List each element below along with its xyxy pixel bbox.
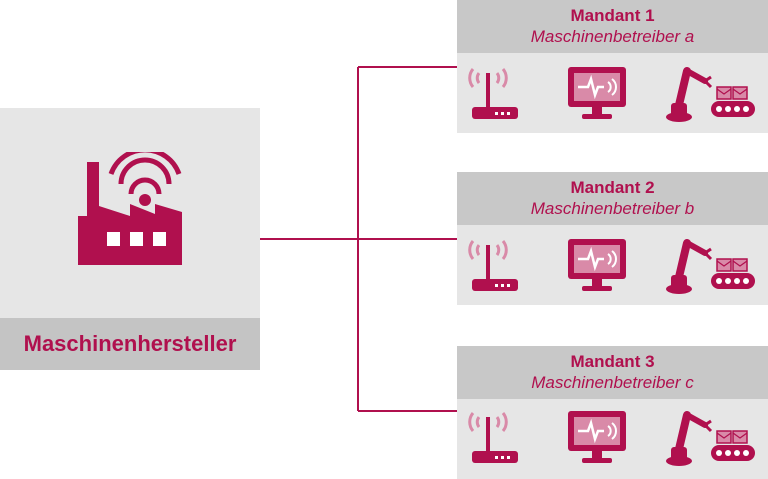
tenant-header-1: Mandant 1 Maschinenbetreiber a [457,0,768,53]
tenant-operator-1: Maschinenbetreiber a [530,27,695,46]
tenant-header-2: Mandant 2 Maschinenbetreiber b [457,172,768,225]
monitor-icon [568,411,626,463]
tenant-header-3: Mandant 3 Maschinenbetreiber c [457,346,768,399]
robot-arm-conveyor-icon [666,411,755,466]
tenant-operator-3: Maschinenbetreiber c [531,373,694,392]
factory-wifi-icon [78,152,182,265]
tenant-name-2: Mandant 2 [570,178,655,197]
manufacturer-label: Maschinenhersteller [0,318,260,370]
tenant-name-1: Mandant 1 [570,6,655,25]
router-icon [468,412,518,463]
tenant-panel-2: Mandant 2 Maschinenbetreiber b [457,172,768,305]
robot-arm-conveyor-icon [666,67,755,122]
monitor-icon [568,67,626,119]
router-icon [468,68,518,119]
router-icon [468,240,518,291]
monitor-icon [568,239,626,291]
tenant-name-3: Mandant 3 [570,352,655,371]
robot-arm-conveyor-icon [666,239,755,294]
tenant-operator-2: Maschinenbetreiber b [530,199,695,218]
